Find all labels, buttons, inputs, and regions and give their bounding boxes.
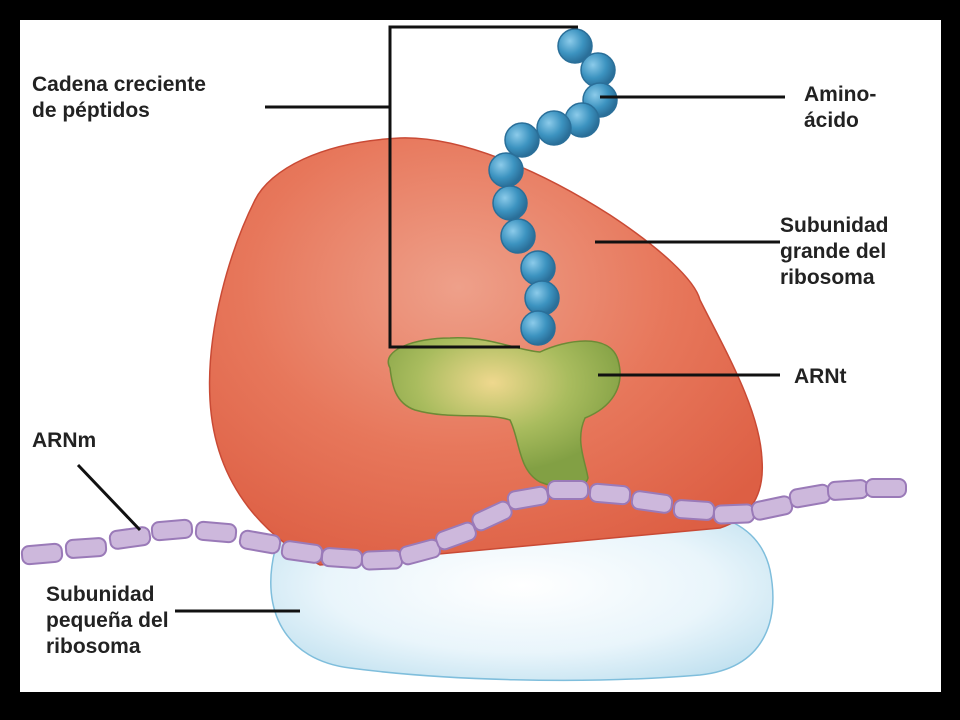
- mrna-codon-segment: [865, 478, 907, 498]
- amino-acid-bead: [500, 218, 536, 254]
- mrna-codon-segment: [20, 542, 64, 566]
- amino-acid-bead: [504, 122, 540, 158]
- mrna-codon-segment: [672, 499, 716, 521]
- peptide-chain-bracket: [388, 25, 578, 349]
- amino-acid-bead: [580, 52, 616, 88]
- mrna-codon-segment: [712, 503, 756, 525]
- amino-acid-bead: [536, 110, 572, 146]
- mrna-codon-segment: [788, 483, 832, 509]
- trna-label: ARNt: [794, 365, 847, 388]
- amino-acid-bead: [520, 250, 556, 286]
- small-subunit-label: Subunidad pequeña del ribosoma: [46, 583, 169, 658]
- mrna-leader: [76, 463, 142, 532]
- mrna-codon-segment: [826, 479, 870, 501]
- mrna-codon-segment: [547, 480, 589, 500]
- mrna-codon-segment: [588, 482, 632, 506]
- mrna-label: ARNm: [32, 429, 97, 452]
- amino-acid-bead: [524, 280, 560, 316]
- mrna-strand: [20, 478, 907, 571]
- mrna-codon-segment: [630, 490, 674, 514]
- peptide-chain-label: Cadena creciente de péptidos: [32, 73, 206, 122]
- mrna-codon-segment: [194, 520, 238, 544]
- amino-acid-bead: [557, 28, 593, 64]
- mrna-codon-segment: [238, 529, 282, 555]
- amino-acid-bead: [520, 310, 556, 346]
- peptide-chain: [488, 28, 618, 346]
- mrna-codon-segment: [64, 537, 108, 559]
- mrna-codon-segment: [320, 547, 364, 569]
- mrna-codon-segment: [150, 518, 194, 542]
- mrna-codon-segment: [360, 549, 404, 571]
- mrna-codon-segment: [435, 521, 477, 551]
- diagram-canvas: Cadena creciente de péptidos Amino- ácid…: [20, 20, 941, 692]
- mrna-codon-segment: [750, 495, 794, 521]
- amino-acid-label: Amino- ácido: [804, 83, 877, 132]
- mrna-codon-segment: [108, 526, 152, 550]
- large-subunit-label: Subunidad grande del ribosoma: [780, 214, 889, 289]
- amino-acid-bead: [492, 185, 528, 221]
- trna-molecule: [387, 337, 621, 489]
- ribosome-illustration: [20, 25, 907, 682]
- amino-acid-bead: [488, 152, 524, 188]
- leader-lines: [76, 25, 785, 613]
